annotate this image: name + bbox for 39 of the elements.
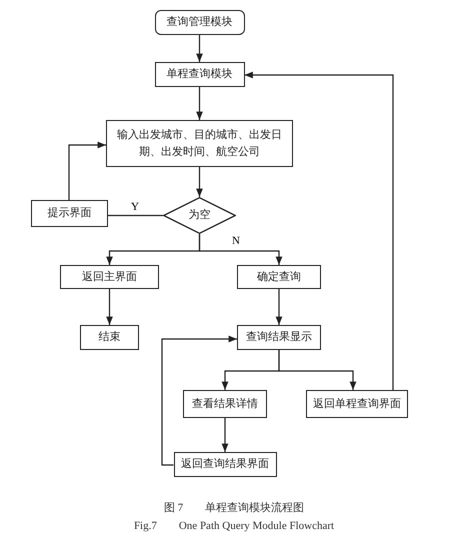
arrow — [196, 87, 203, 120]
node-text: 结束 — [98, 329, 122, 346]
node-text: 为空 — [188, 207, 212, 224]
node-text: 查询管理模块 — [166, 14, 234, 30]
edge-label: N — [231, 236, 241, 247]
process-box — [106, 120, 293, 167]
process-box — [306, 390, 408, 418]
node-text: 返回查询结果界面 — [180, 456, 270, 472]
process-box — [60, 265, 159, 289]
arrow — [198, 234, 282, 265]
node-text: 确定查询 — [256, 268, 302, 285]
node-text: 查询结果显示 — [245, 329, 313, 346]
arrow — [222, 418, 228, 452]
edge-label: Y — [130, 202, 140, 213]
arrow — [278, 350, 356, 390]
process-box — [174, 452, 276, 477]
arrow — [196, 167, 203, 197]
node-text: 单程查询模块 — [166, 66, 234, 82]
arrow — [276, 289, 282, 325]
arrow — [161, 336, 237, 466]
process-box — [237, 265, 321, 289]
process-box — [31, 200, 108, 227]
node-text: 返回主界面 — [81, 268, 138, 285]
arrow — [106, 289, 113, 325]
node-text: 输入出发城市、目的城市、出发日期、出发时间、航空公司 — [116, 127, 283, 160]
node-text: 查看结果详情 — [191, 396, 259, 412]
process-box — [80, 325, 139, 350]
decision-diamond — [163, 197, 236, 234]
arrow — [244, 72, 394, 390]
node-text: 提示界面 — [46, 205, 92, 222]
caption: 图 7 单程查询模块流程图 — [162, 500, 306, 515]
arrow — [68, 142, 106, 200]
process-box — [237, 325, 321, 350]
process-box — [154, 62, 244, 87]
arrow — [196, 35, 203, 62]
caption: Fig.7 One Path Query Module Flowchart — [132, 519, 336, 533]
process-box — [183, 390, 267, 418]
node-text: 返回单程查询界面 — [312, 396, 402, 412]
start-box — [154, 10, 244, 35]
